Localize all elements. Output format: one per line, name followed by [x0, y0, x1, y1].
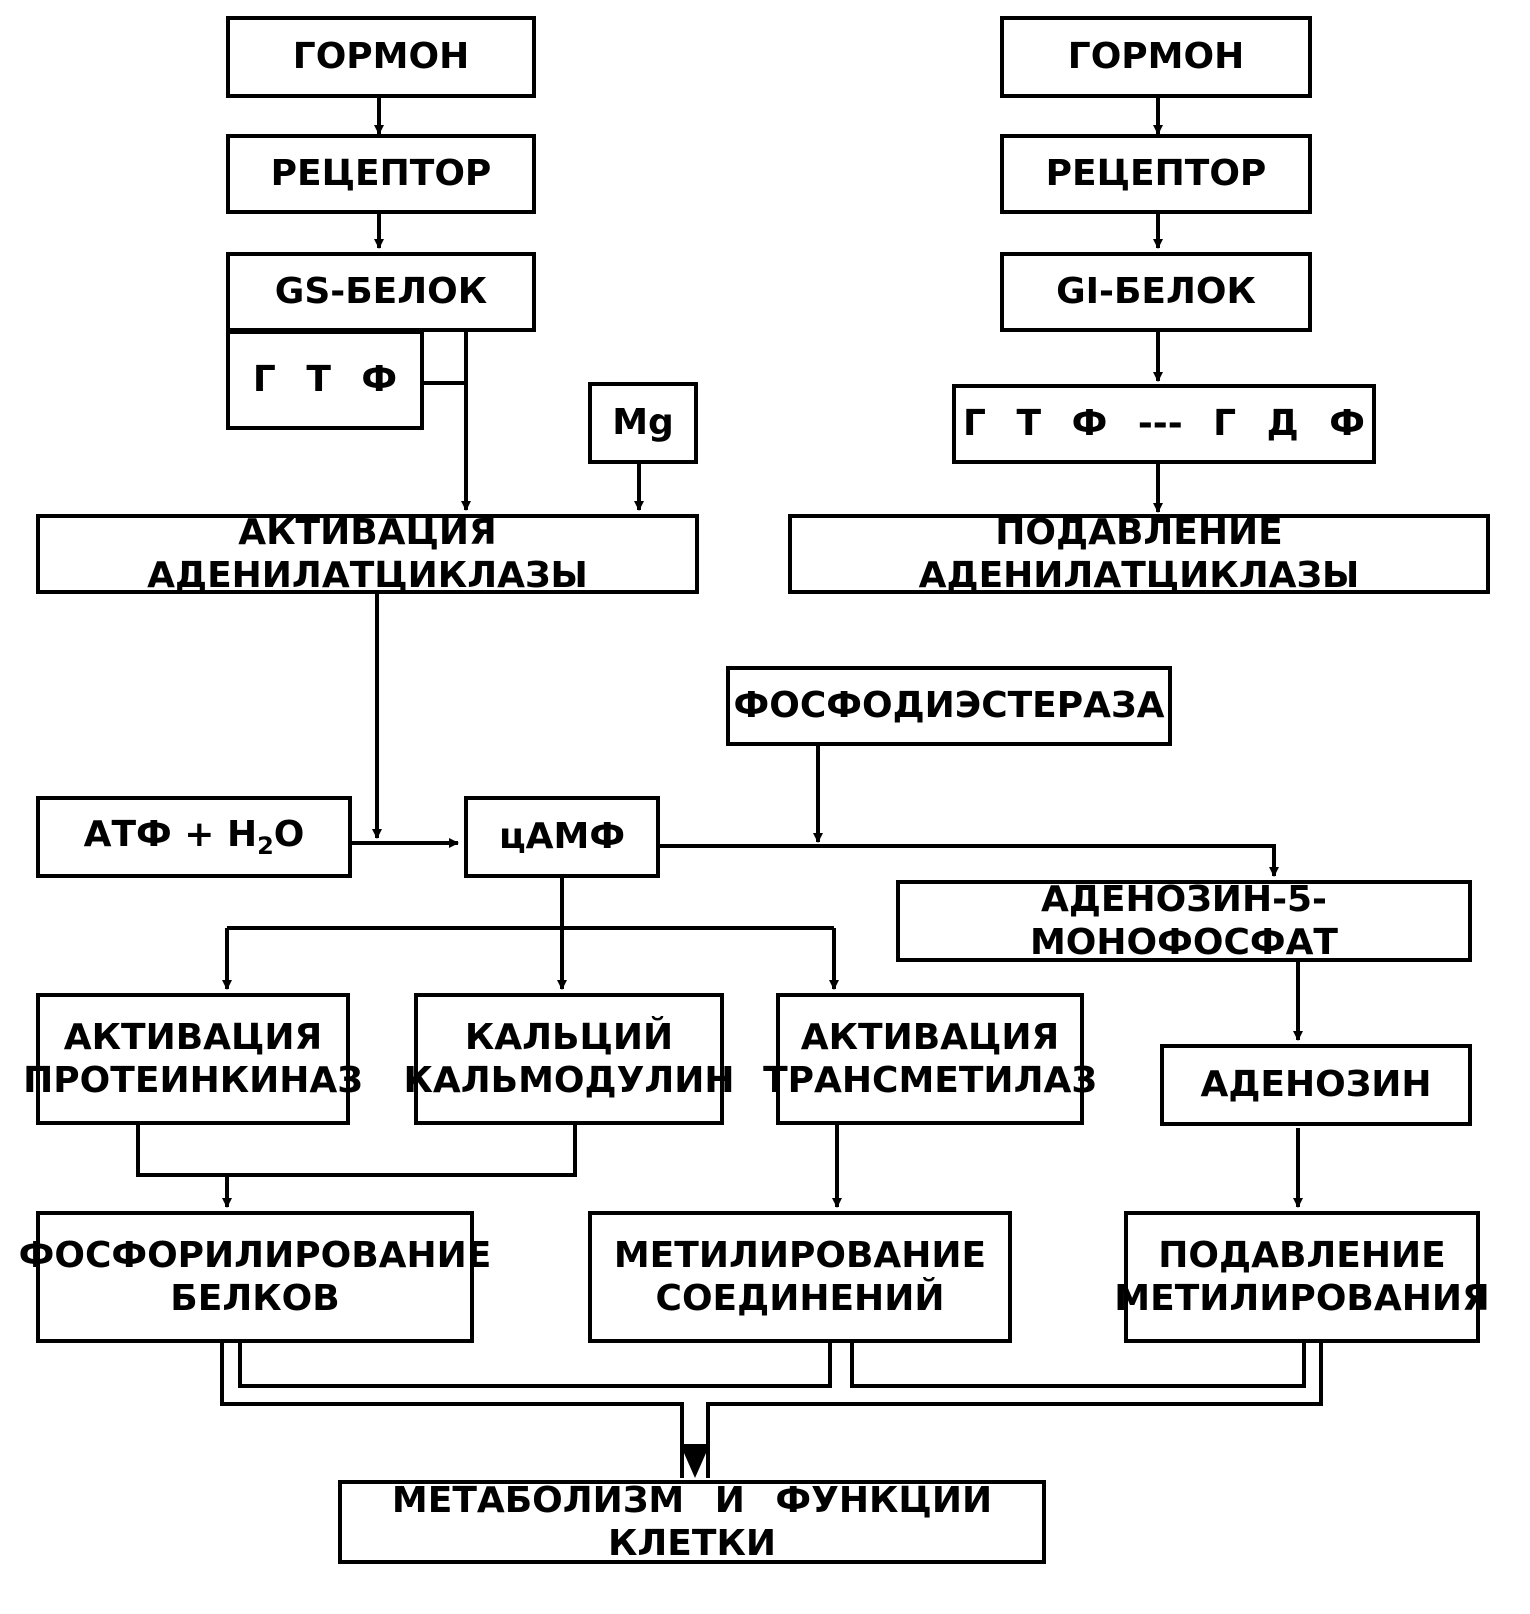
- atp-prefix: АТФ + Н: [83, 814, 258, 855]
- adenylate-activation-box: АКТИВАЦИЯ АДЕНИЛАТЦИКЛАЗЫ: [36, 511, 699, 596]
- phosphorylation-box: ФОСФОРИЛИРОВАНИЕ БЕЛКОВ: [19, 1211, 491, 1343]
- mg-box: Mg: [588, 382, 698, 464]
- calmodulin-box: КАЛЬЦИЙ КАЛЬМОДУЛИН: [403, 993, 735, 1125]
- right-receptor-label: РЕЦЕПТОР: [1045, 153, 1267, 195]
- left-receptor-box: РЕЦЕПТОР: [226, 134, 536, 214]
- double-line-right-outer: [706, 1340, 1323, 1478]
- gtp-box-left: Г Т Ф: [226, 330, 424, 430]
- adenosine-box: АДЕНОЗИН: [1160, 1044, 1472, 1126]
- calmodulin-label: КАЛЬЦИЙ КАЛЬМОДУЛИН: [403, 1016, 735, 1101]
- metabolism-box: МЕТАБОЛИЗМ И ФУНКЦИИ КЛЕТКИ: [338, 1480, 1046, 1564]
- gi-protein-label: GI-БЕЛОК: [1056, 271, 1256, 313]
- left-hormone-box: ГОРМОН: [226, 16, 536, 98]
- mg-label: Mg: [612, 402, 674, 444]
- amp-box: АДЕНОЗИН-5-МОНОФОСФАТ: [896, 878, 1472, 963]
- metabolism-label: МЕТАБОЛИЗМ И ФУНКЦИИ КЛЕТКИ: [391, 1479, 993, 1564]
- arrow-into-metabolism: [680, 1444, 710, 1478]
- left-receptor-label: РЕЦЕПТОР: [270, 153, 492, 195]
- methylation-suppression-label: ПОДАВЛЕНИЕ МЕТИЛИРОВАНИЯ: [1114, 1234, 1490, 1319]
- transmethylase-box: АКТИВАЦИЯ ТРАНСМЕТИЛАЗ: [763, 993, 1097, 1125]
- atp-water-label: АТФ + Н2О: [84, 813, 305, 861]
- gtp-gdp-box: Г Т Ф --- Г Д Ф: [952, 384, 1376, 464]
- gtp-label-left: Г Т Ф: [252, 359, 398, 401]
- phosphodiesterase-label: ФОСФОДИЭСТЕРАЗА: [733, 685, 1165, 727]
- camp-label: цАМФ: [498, 816, 626, 858]
- right-hormone-label: ГОРМОН: [1067, 36, 1245, 78]
- protein-kinase-box: АКТИВАЦИЯ ПРОТЕИНКИНАЗ: [23, 993, 363, 1125]
- adenylate-suppression-box: ПОДАВЛЕНИЕ АДЕНИЛАТЦИКЛАЗЫ: [788, 511, 1490, 596]
- right-receptor-box: РЕЦЕПТОР: [1000, 134, 1312, 214]
- atp-suffix: О: [273, 814, 305, 855]
- line-kinase-calmodulin-merge: [136, 1123, 577, 1177]
- adenosine-label: АДЕНОЗИН: [1200, 1064, 1432, 1106]
- methylation-suppression-box: ПОДАВЛЕНИЕ МЕТИЛИРОВАНИЯ: [1114, 1211, 1490, 1343]
- left-hormone-label: ГОРМОН: [292, 36, 470, 78]
- gi-protein-box: GI-БЕЛОК: [1000, 252, 1312, 332]
- methylation-label: МЕТИЛИРОВАНИЕ СОЕДИНЕНИЙ: [613, 1234, 987, 1319]
- atp-subscript: 2: [257, 832, 274, 861]
- gs-protein-label: GS-БЕЛОК: [274, 271, 488, 313]
- double-line-right-inner: [850, 1340, 1306, 1388]
- methylation-box: МЕТИЛИРОВАНИЕ СОЕДИНЕНИЙ: [588, 1211, 1012, 1343]
- protein-kinase-label: АКТИВАЦИЯ ПРОТЕИНКИНАЗ: [23, 1016, 363, 1101]
- adenylate-suppression-label: ПОДАВЛЕНИЕ АДЕНИЛАТЦИКЛАЗЫ: [918, 511, 1360, 596]
- double-line-left-inner: [238, 1340, 832, 1388]
- transmethylase-label: АКТИВАЦИЯ ТРАНСМЕТИЛАЗ: [763, 1016, 1097, 1101]
- right-hormone-box: ГОРМОН: [1000, 16, 1312, 98]
- amp-label: АДЕНОЗИН-5-МОНОФОСФАТ: [1029, 878, 1338, 963]
- camp-box: цАМФ: [464, 796, 660, 878]
- gs-protein-box: GS-БЕЛОК: [226, 252, 536, 332]
- adenylate-activation-label: АКТИВАЦИЯ АДЕНИЛАТЦИКЛАЗЫ: [147, 511, 588, 596]
- phosphodiesterase-box: ФОСФОДИЭСТЕРАЗА: [726, 666, 1172, 746]
- double-line-left-outer: [220, 1340, 684, 1478]
- gtp-gdp-label: Г Т Ф --- Г Д Ф: [963, 403, 1365, 445]
- atp-water-box: АТФ + Н2О: [36, 796, 352, 878]
- phosphorylation-label: ФОСФОРИЛИРОВАНИЕ БЕЛКОВ: [18, 1234, 492, 1319]
- arrow-camp-amp: [658, 844, 1279, 877]
